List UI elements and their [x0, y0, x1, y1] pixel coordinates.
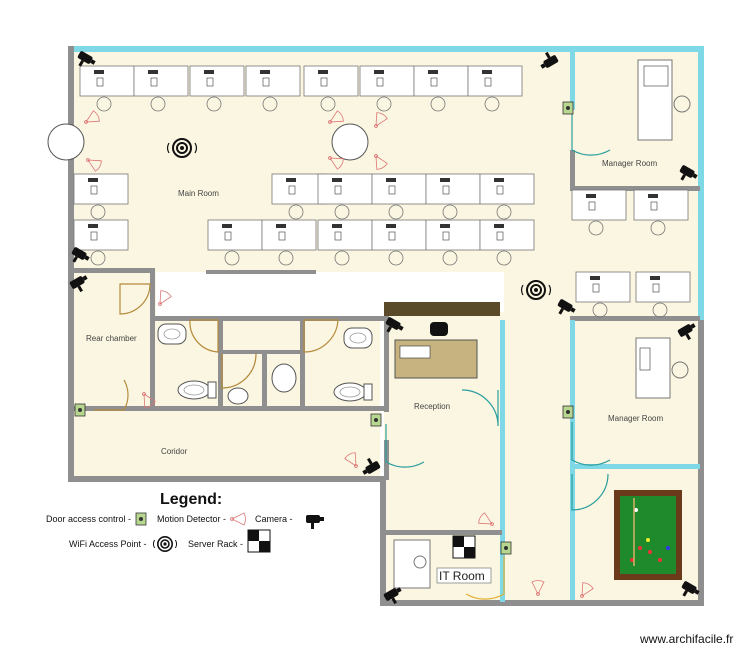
- legend-camera-label: Camera -: [255, 514, 293, 524]
- legend: Legend: Door access control - Motion Det…: [46, 491, 324, 553]
- legend-motion-icon: [230, 512, 246, 526]
- label-reception: Reception: [414, 402, 450, 411]
- label-main-room: Main Room: [178, 189, 219, 198]
- legend-wifi-icon: [152, 535, 178, 553]
- doors: [94, 112, 611, 600]
- label-rear-chamber: Rear chamber: [86, 334, 137, 343]
- label-manager-room-2: Manager Room: [608, 414, 663, 423]
- legend-server-icon: [247, 529, 271, 553]
- label-corridor: Coridor: [161, 447, 188, 456]
- legend-server-label: Server Rack -: [188, 539, 243, 549]
- manager-desks: [393, 59, 691, 589]
- legend-door-access-icon: [135, 512, 147, 526]
- exterior-walls: [68, 46, 704, 606]
- server-rack-marker: [452, 535, 476, 559]
- legend-wifi-label: WiFi Access Point -: [69, 539, 147, 549]
- pool-table: [614, 490, 682, 580]
- legend-title: Legend:: [160, 491, 222, 508]
- legend-motion-label: Motion Detector -: [157, 514, 226, 524]
- legend-camera-icon: [306, 515, 324, 529]
- bathroom-fixtures: [157, 323, 373, 405]
- round-tables: [47, 123, 369, 161]
- label-manager-room-1: Manager Room: [602, 159, 657, 168]
- watermark: www.archifacile.fr: [640, 632, 734, 646]
- reception-desk: [384, 302, 500, 379]
- label-it-room: IT Room: [439, 569, 485, 583]
- legend-door-access-label: Door access control -: [46, 514, 131, 524]
